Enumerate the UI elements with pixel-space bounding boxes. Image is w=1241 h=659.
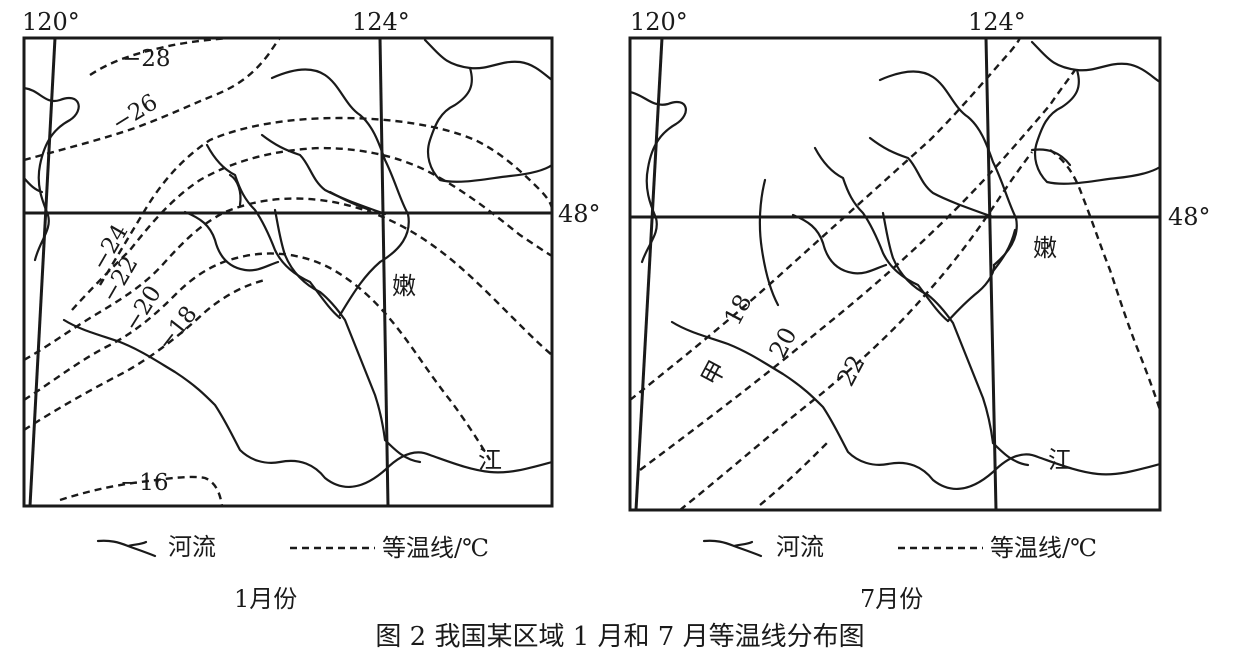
january-place-jiang: 江 [478,446,502,474]
july-rivers [628,40,1162,490]
july-place-nen: 嫩 [1033,234,1057,262]
january-lat-label-48: 48° [558,200,601,228]
july-map-frame [628,36,1162,512]
july-legend-river-symbol [702,539,763,558]
july-map-title: 7月份 [860,585,923,613]
figure-caption: 图 2 我国某区域 1 月和 7 月等温线分布图 [375,622,864,652]
july-isotherm-label-22: 22 [832,351,871,391]
january-isotherm-label-minus28: −28 [122,46,171,72]
january-meridian-124 [378,37,390,507]
january-map-title: 1月份 [234,585,297,613]
january-place-nen: 嫩 [392,272,416,300]
january-legend-river-label: 河流 [168,533,216,561]
july-map: 120° 124° 48° 18 20 22 甲 嫩 江 [628,8,1211,512]
july-isotherm-label-20: 20 [764,323,803,363]
july-lon-label-120: 120° [630,8,688,36]
january-lon-label-124: 124° [352,8,410,36]
july-lon-label-124: 124° [968,8,1026,36]
january-map-frame [22,36,554,508]
january-isotherm-label-minus26: −26 [107,89,162,137]
july-legend: 河流 等温线/℃ [702,533,1097,562]
july-lat-label-48: 48° [1168,203,1211,231]
july-place-jiang: 江 [1048,446,1072,474]
july-place-jia: 甲 [696,356,732,390]
january-legend: 河流 等温线/℃ [96,533,489,562]
january-isotherms [23,36,554,507]
january-map: 120° 124° 48° −28 −26 −24 −22 −20 −18 −1… [22,8,601,508]
july-isotherms [629,37,1162,511]
july-legend-isotherm-label: 等温线/℃ [990,534,1097,562]
july-legend-river-label: 河流 [776,533,824,561]
january-meridian-120 [28,37,57,507]
january-lon-label-120: 120° [22,8,80,36]
january-legend-isotherm-label: 等温线/℃ [382,534,489,562]
january-legend-river-symbol [96,539,157,558]
january-isotherm-label-minus18: −18 [152,301,202,355]
january-isotherm-label-minus16: −16 [120,470,169,496]
january-rivers [22,38,554,488]
july-meridian-120 [634,37,664,511]
